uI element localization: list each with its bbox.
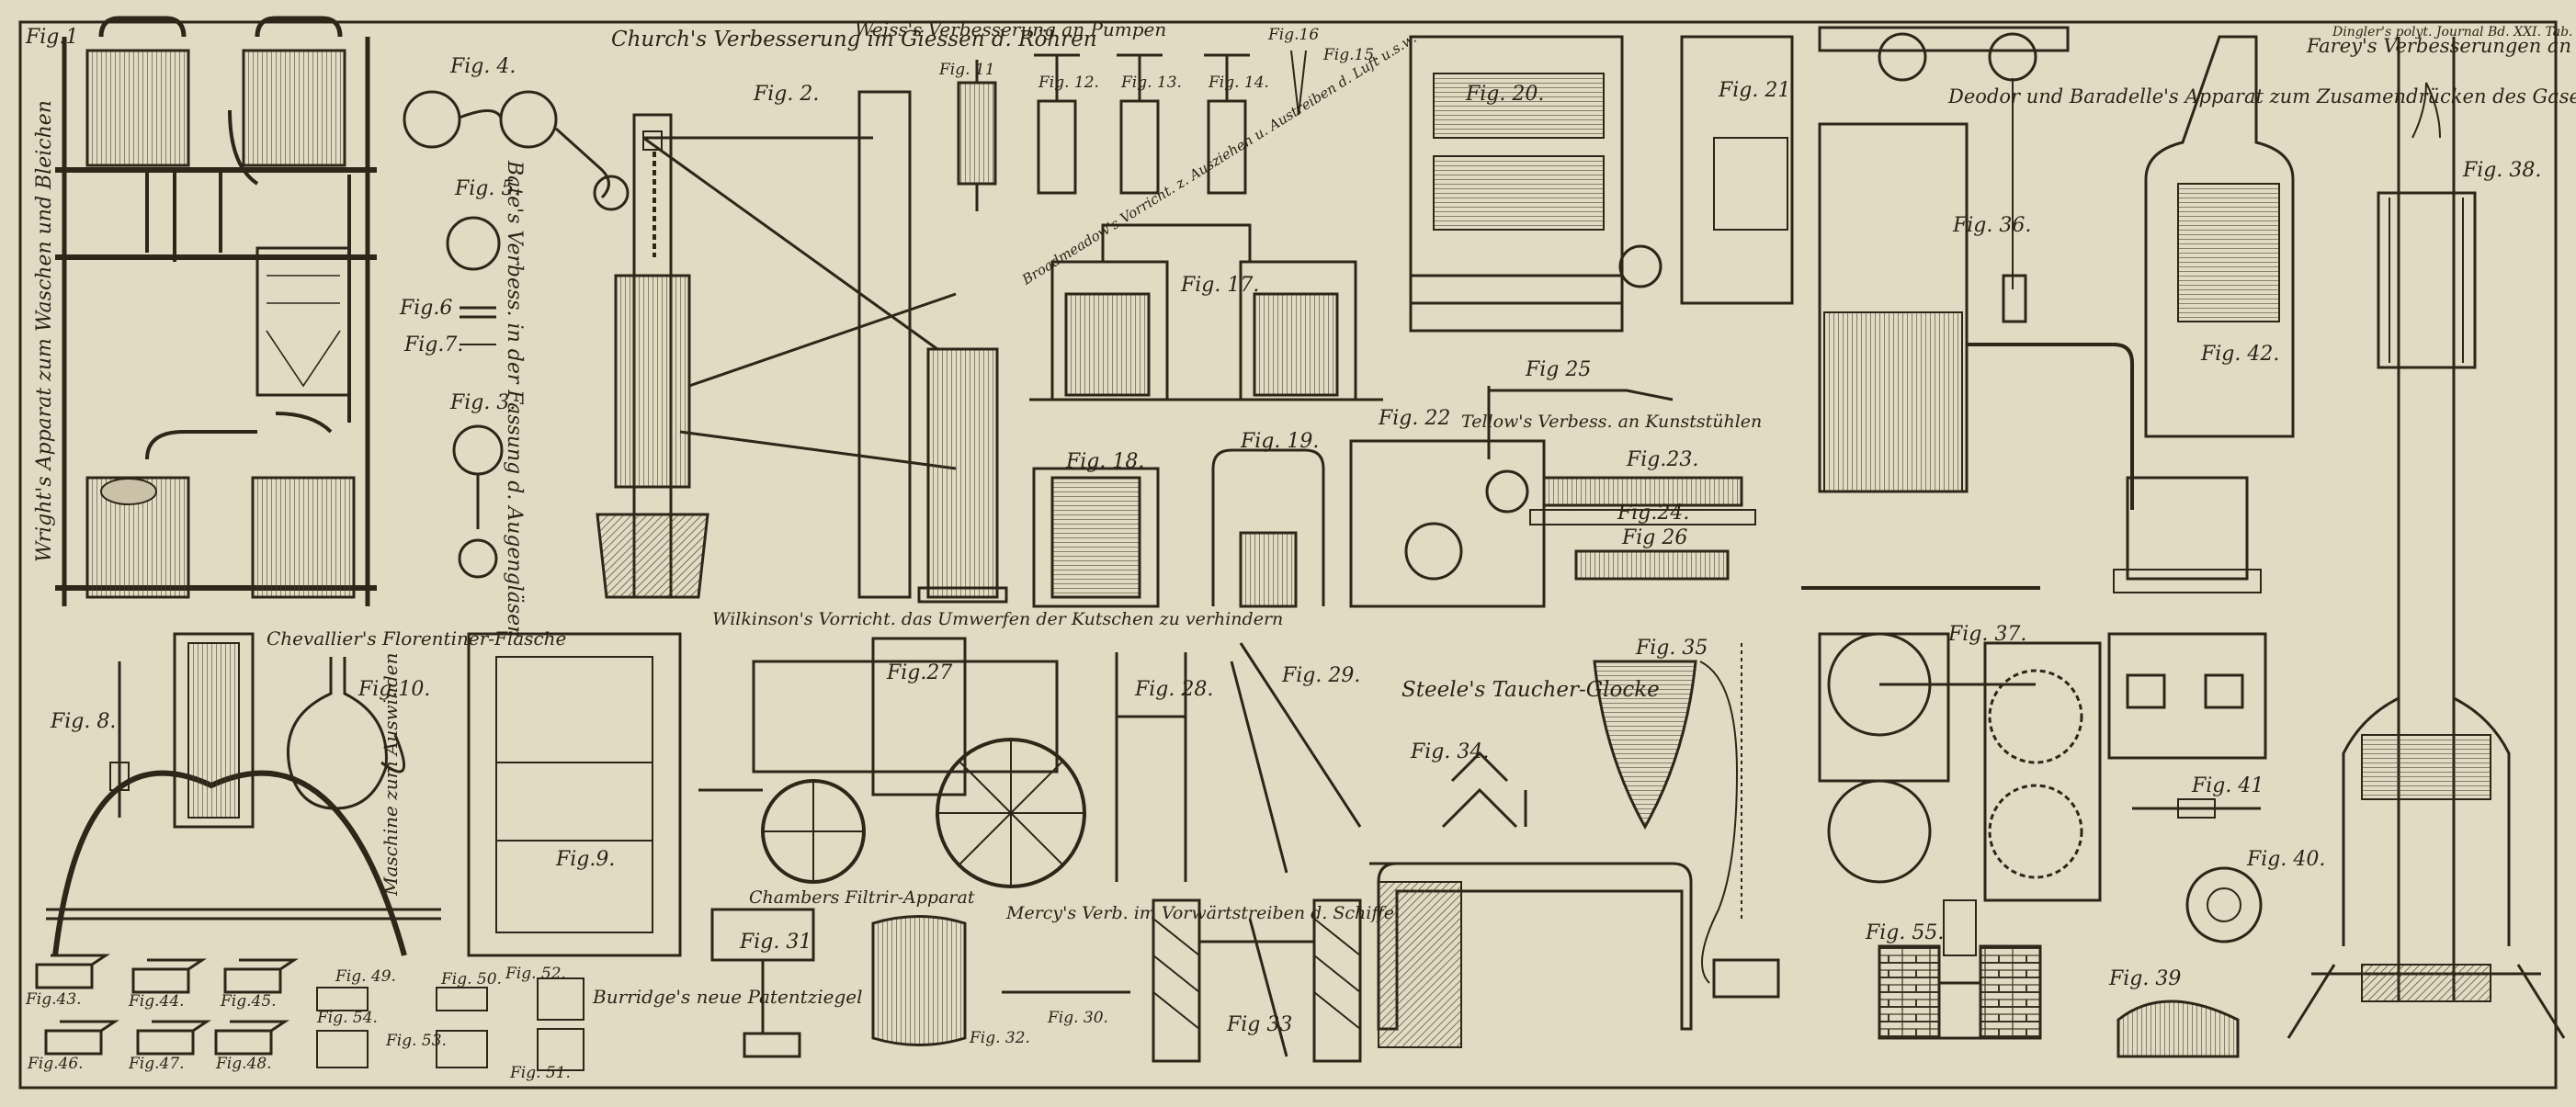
fig-label: Fig.6 <box>400 297 453 320</box>
fig-label: Fig.48. <box>216 1055 272 1073</box>
fig-label: Fig.46. <box>28 1055 84 1073</box>
fig10-florentine-flask <box>287 657 406 810</box>
fig35-bell-section <box>1593 643 1780 999</box>
fig-label: Fig.7. <box>404 333 464 356</box>
fig-label: Fig. 4. <box>450 55 516 78</box>
fig-label: Fig.16 <box>1268 26 1320 44</box>
fig-label: Fig. 39 <box>2109 967 2182 990</box>
fig-label: Fig. 14. <box>1209 73 1269 92</box>
fig-label: Fig. 2. <box>754 83 820 106</box>
fig-label: Fig. 53. <box>386 1032 447 1050</box>
fig-label: Fig. 34. <box>1411 740 1490 763</box>
fig9-cabinet <box>467 632 682 957</box>
fig-label: Fig. 49. <box>335 967 396 986</box>
fig42-lamp-reservoir <box>2113 35 2295 593</box>
fig-label: Fig. 31 <box>740 931 812 954</box>
figs39-41-lamp-details <box>2107 632 2267 1058</box>
fig-label: Fig. 52. <box>505 965 566 983</box>
fig36-gas-compressor <box>1801 26 2134 590</box>
figs43-54-patent-tiles <box>35 954 584 1071</box>
fig-label: Fig. 22 <box>1379 407 1451 430</box>
title-wright: Wright's Apparat zum Waschen und Bleiche… <box>33 100 56 562</box>
fig1-wright-apparatus <box>55 16 377 606</box>
figs20-21-looms <box>1409 35 1794 333</box>
fig-label: Fig. 50. <box>441 970 502 988</box>
fig-label: Fig.23. <box>1627 448 1699 471</box>
fig-label: Fig.10. <box>358 678 431 701</box>
fig-label: Fig. 19. <box>1241 430 1320 453</box>
fig33-ship-propulsion <box>1152 898 1362 1063</box>
fig-label: Fig.44. <box>129 992 185 1011</box>
fig-label: Fig.24. <box>1617 502 1690 525</box>
title-weiss: Weiss's Verbesserung an Pumpen <box>855 18 1167 40</box>
fig17-broadmeadow-vessels <box>1029 223 1383 401</box>
figs11-16-weiss-pumps <box>957 50 1307 211</box>
fig-label: Fig. 41 <box>2192 774 2264 797</box>
figs18-19-apparatus <box>1032 448 1325 608</box>
fig8-wringing-machine <box>46 632 441 956</box>
figs28-29-frames <box>1115 642 1362 882</box>
title-tellow: Tellow's Verbess. an Kunststühlen <box>1461 412 1763 432</box>
fig-label: Fig. 13. <box>1121 73 1182 92</box>
title-burridge: Burridge's neue Patentziegel <box>593 986 863 1008</box>
fig-label: Fig. 54. <box>317 1009 378 1027</box>
fig-label: Fig.27 <box>887 661 953 684</box>
fig34-diving-bell <box>1369 751 1693 1048</box>
fig-label: Fig. 51. <box>510 1064 571 1082</box>
title-deodor: Deodor und Baradelle's Apparat zum Zusam… <box>1948 85 2576 107</box>
fig-label: Fig. 42. <box>2201 343 2280 366</box>
fig-label: Fig. 21 <box>1719 79 1791 102</box>
title-steele: Steele's Taucher-Glocke <box>1401 678 1660 702</box>
title-mercy: Mercy's Verb. im Vorwärtstreiben d. Schi… <box>1006 903 1395 923</box>
fig55-brick-furnace <box>1878 899 2042 1040</box>
plate-border <box>18 20 2558 1090</box>
fig-label: Fig. 40. <box>2247 848 2326 871</box>
fig-label: Fig. 28. <box>1135 678 1214 701</box>
fig-label: Fig.43. <box>26 990 82 1009</box>
title-chevallier: Chevallier's Florentiner-Flasche <box>267 627 567 650</box>
figs31-32-filter <box>710 908 1130 1058</box>
fig-label: Fig.45. <box>221 992 277 1011</box>
fig-label: Fig. 38. <box>2463 159 2542 182</box>
fig-label: Fig.15. <box>1323 46 1379 64</box>
fig2-church-casting-crane <box>596 90 1008 604</box>
fig-label: Fig. 3. <box>450 391 516 414</box>
figs3-7-spectacle-frames <box>403 90 630 579</box>
fig-label: Fig. 17. <box>1181 274 1260 297</box>
fig-label: Fig. 18. <box>1066 450 1145 473</box>
fig-label: Fig. 8. <box>51 710 117 733</box>
fig-label: Fig. 12. <box>1038 73 1099 92</box>
title-church: Church's Verbesserung im Giessen d. Röhr… <box>611 28 1097 51</box>
fig37-wheel-frames <box>1818 632 2102 902</box>
fig-label: Fig. 30. <box>1048 1009 1108 1027</box>
fig-label: Fig 26 <box>1622 526 1688 549</box>
fig-label: Fig. 55. <box>1866 921 1945 944</box>
fig-label: Fig. 36. <box>1953 214 2032 237</box>
fig-label: Fig.9. <box>556 848 616 871</box>
fig-label: Fig. 37. <box>1948 623 2027 646</box>
fig-label: Fig. 11 <box>939 61 995 79</box>
fig-label: Fig. 20. <box>1466 83 1545 106</box>
fig-label: Fig 25 <box>1526 358 1592 381</box>
title-farey: Farey's Verbesserungen an Lampen <box>2307 35 2576 57</box>
fig-label: Fig. 29. <box>1282 664 1361 687</box>
title-chambers: Chambers Filtrir-Apparat <box>749 887 975 908</box>
title-wilkinson: Wilkinson's Vorricht. das Umwerfen der K… <box>712 609 1284 629</box>
plate-header: Dingler's polyt. Journal Bd. XXI. Tab. V… <box>2332 25 2576 40</box>
fig27-carriage <box>698 637 1086 888</box>
fig38-farey-lamp-column <box>2287 37 2566 1039</box>
fig-label: Fig. 32. <box>970 1029 1030 1047</box>
fig-label: Fig. 5. <box>455 177 521 200</box>
fig-label: Fig.1 <box>26 26 79 49</box>
figs22-26-tellow-frames <box>1349 386 1756 608</box>
fig-label: Fig. 35 <box>1636 637 1708 660</box>
fig-label: Fig 33 <box>1227 1013 1293 1036</box>
fig-label: Fig.47. <box>129 1055 185 1073</box>
